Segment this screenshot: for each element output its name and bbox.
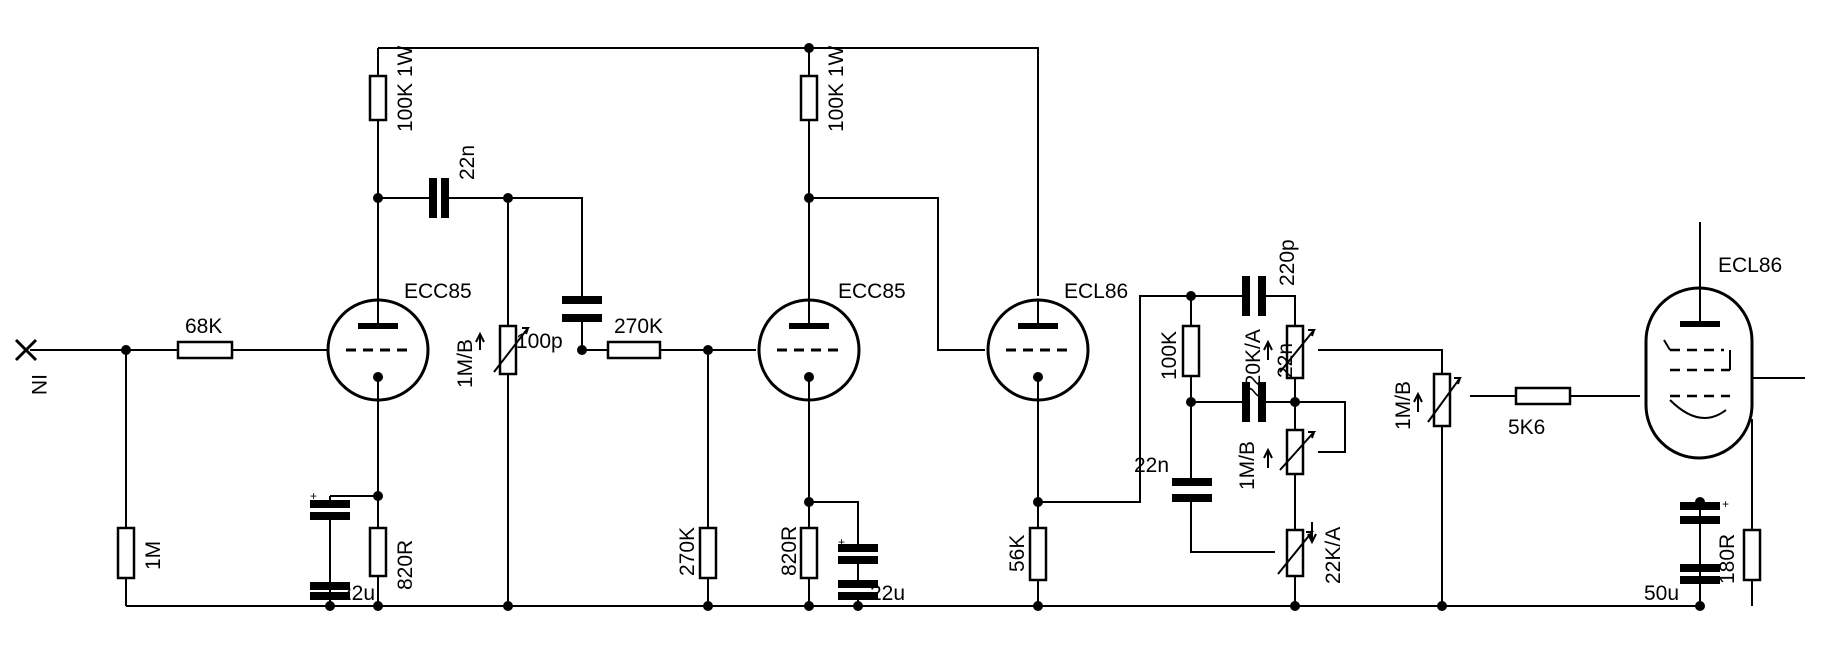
capacitor-220p: 220p — [1242, 239, 1299, 316]
wires — [30, 47, 1805, 607]
resistor-270k-grid: 270K — [676, 526, 718, 580]
potentiometer-1m-vol2: 1M/B — [1392, 372, 1462, 430]
tube-ecl86-output-label: ECL86 — [1718, 254, 1782, 277]
resistor-270k-series: 270K — [606, 315, 663, 360]
resistor-820r-cath1-label: 820R — [394, 540, 417, 590]
potentiometer-1m-vol1: 1M/B — [454, 324, 531, 388]
resistor-270k-grid-label: 270K — [676, 527, 699, 576]
resistor-100k-plate1: 100K 1W — [368, 45, 417, 132]
input-label: IN — [27, 374, 50, 395]
capacitor-50u-plus: + — [1722, 497, 1729, 511]
capacitor-22n-tone2: 22n — [1242, 343, 1297, 422]
capacitor-22u-cath2-plus: + — [838, 535, 845, 549]
capacitor-22u-cath2: + 22u — [838, 535, 905, 605]
resistor-1m: 1M — [116, 526, 165, 580]
capacitor-50u: + 50u — [1644, 497, 1729, 605]
resistor-820r-cath1: 820R — [368, 526, 417, 590]
tube-ecl86-stage3: ECL86 — [986, 280, 1128, 402]
resistor-820r-cath2-label: 820R — [778, 526, 801, 576]
capacitor-22u-cath2-label: 22u — [870, 582, 905, 605]
resistor-5k6: 5K6 — [1508, 386, 1572, 439]
tube-ecc85-stage2-label: ECC85 — [838, 280, 906, 303]
capacitor-22n-tone2-label: 22n — [1274, 343, 1297, 378]
capacitor-220p-label: 220p — [1276, 239, 1299, 286]
resistor-56k: 56K — [1006, 526, 1048, 582]
tube-ecc85-stage1: ECC85 — [326, 280, 472, 402]
resistor-100k-tone: 100K — [1158, 324, 1201, 380]
resistor-100k-plate1-label: 100K 1W — [394, 45, 417, 132]
tube-ecl86-output: ECL86 — [1644, 222, 1782, 460]
potentiometer-1m-vol1-label: 1M/B — [454, 339, 477, 388]
capacitor-50u-label: 50u — [1644, 582, 1679, 605]
capacitor-100p-label: 100p — [516, 330, 563, 353]
capacitor-22u-cath1: + 22u — [310, 489, 375, 605]
potentiometer-1m-bass-label: 1M/B — [1236, 441, 1259, 490]
resistor-100k-plate2-label: 100K 1W — [825, 45, 848, 132]
capacitor-22n-couple1: 22n — [429, 145, 479, 218]
potentiometer-220k-treble-label: 220K/A — [1242, 329, 1265, 398]
resistor-68k: 68K — [176, 315, 234, 360]
capacitor-22u-cath1-label: 22u — [340, 582, 375, 605]
resistor-180r-label: 180R — [1716, 534, 1739, 584]
potentiometer-1m-bass: 1M/B — [1236, 428, 1317, 490]
resistor-5k6-label: 5K6 — [1508, 416, 1545, 439]
tube-ecc85-stage1-label: ECC85 — [404, 280, 472, 303]
capacitor-22u-cath1-plus: + — [310, 489, 317, 503]
potentiometer-220k-treble: 220K/A — [1242, 324, 1317, 398]
resistor-100k-plate2: 100K 1W — [799, 45, 848, 132]
resistor-1m-label: 1M — [142, 541, 165, 570]
resistor-180r: 180R — [1716, 528, 1762, 584]
resistor-820r-cath2: 820R — [778, 526, 819, 580]
resistor-56k-label: 56K — [1006, 535, 1029, 572]
potentiometer-22k-balance: 22K/A — [1277, 522, 1345, 584]
input-terminal: IN — [14, 338, 50, 395]
capacitor-100p: 100p — [516, 296, 602, 353]
tube-ecc85-stage2: ECC85 — [757, 280, 906, 402]
tube-ecl86-stage3-label: ECL86 — [1064, 280, 1128, 303]
potentiometer-1m-vol2-label: 1M/B — [1392, 381, 1415, 430]
capacitor-22n-tone3: 22n — [1134, 454, 1212, 502]
resistor-100k-tone-label: 100K — [1158, 331, 1181, 380]
potentiometer-22k-balance-label: 22K/A — [1322, 527, 1345, 584]
capacitor-22n-tone3-label: 22n — [1134, 454, 1169, 477]
capacitor-22n-couple1-label: 22n — [456, 145, 479, 180]
resistor-68k-label: 68K — [185, 315, 222, 338]
resistor-270k-series-label: 270K — [614, 315, 663, 338]
